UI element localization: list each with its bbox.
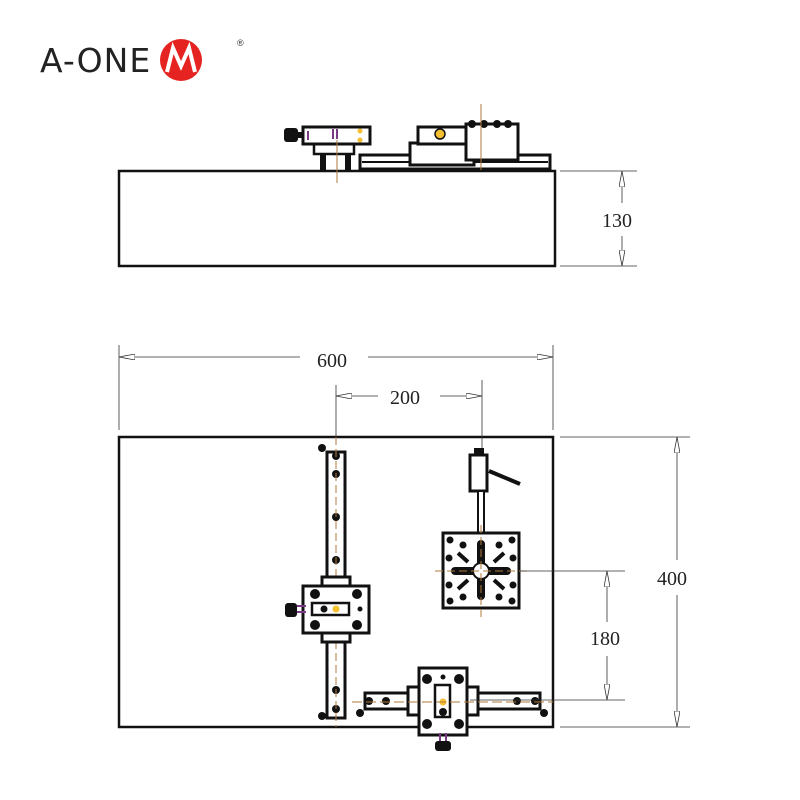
brand-logo: A-ONE: [40, 39, 203, 81]
rail-carriage: [285, 575, 371, 644]
dimension-offset-y: 180: [590, 628, 620, 650]
side-view: [117, 104, 557, 268]
dimension-lines: [118, 170, 690, 728]
dimension-offset-x: 200: [390, 387, 420, 409]
side-base-block: [117, 169, 557, 268]
brand-name: A-ONE: [40, 40, 152, 80]
registered-mark: ®: [237, 38, 244, 48]
brand-mark-icon: [160, 39, 203, 81]
side-knob: [284, 128, 298, 142]
dimension-width: 600: [317, 350, 347, 372]
square-chuck: [435, 448, 528, 618]
plan-view: [117, 435, 555, 751]
horizontal-rail: [352, 666, 553, 751]
dimension-height: 130: [602, 210, 632, 232]
dimension-depth: 400: [657, 568, 687, 590]
